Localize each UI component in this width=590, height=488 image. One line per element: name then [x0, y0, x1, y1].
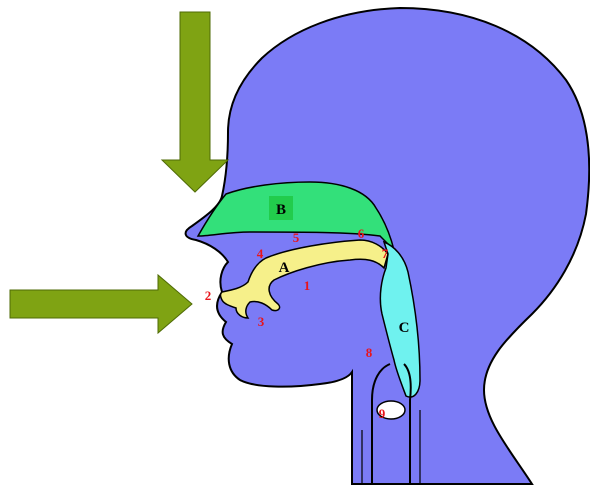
label-number-8: 8 [366, 345, 373, 360]
label-number-3: 3 [258, 314, 265, 329]
label-number-1: 1 [304, 278, 311, 293]
label-number-2: 2 [205, 288, 212, 303]
label-number-7: 7 [382, 246, 389, 261]
label-number-6: 6 [358, 226, 365, 241]
right-arrow-icon [10, 275, 192, 333]
region-label-nasal: B [276, 202, 286, 218]
down-arrow-icon [162, 12, 228, 192]
region-label-pharynx: C [399, 320, 410, 336]
label-number-4: 4 [257, 246, 264, 261]
label-number-9: 9 [379, 406, 386, 421]
label-number-5: 5 [293, 230, 300, 245]
region-label-oral: A [279, 260, 290, 276]
